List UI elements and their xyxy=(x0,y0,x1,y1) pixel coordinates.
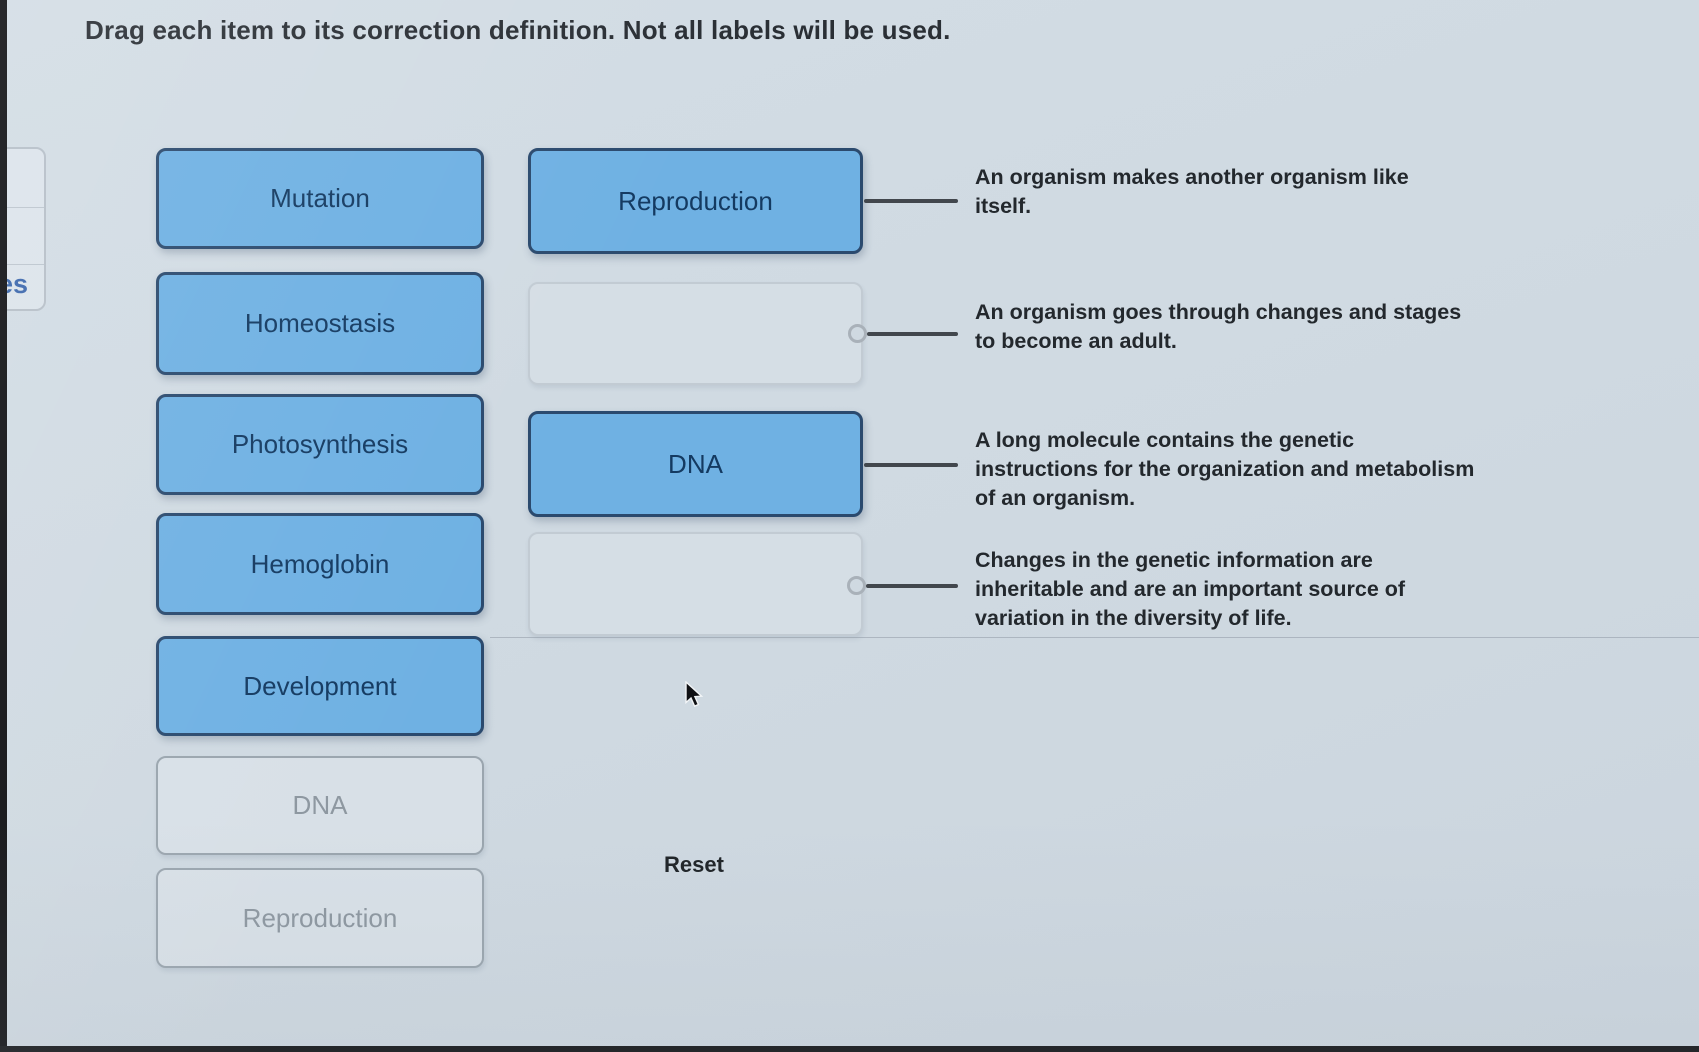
label-text: Reproduction xyxy=(242,902,398,933)
connector-line-1 xyxy=(864,199,958,203)
reset-button[interactable]: Reset xyxy=(660,850,728,880)
drop-zone-value: Reproduction xyxy=(618,185,773,216)
label-development[interactable]: Development xyxy=(156,636,484,736)
connector-line-2 xyxy=(867,332,958,336)
drop-zone-4[interactable] xyxy=(528,532,863,636)
screen-edge-left xyxy=(0,0,7,1052)
label-homeostasis[interactable]: Homeostasis xyxy=(156,272,484,375)
connector-line-3 xyxy=(864,463,958,467)
label-text: Hemoglobin xyxy=(250,548,390,579)
mouse-cursor xyxy=(685,681,704,708)
definition-1: An organism makes another organism like … xyxy=(975,165,1409,218)
label-photosynthesis[interactable]: Photosynthesis xyxy=(156,394,484,495)
label-text: Photosynthesis xyxy=(231,429,409,459)
label-hemoglobin[interactable]: Hemoglobin xyxy=(156,513,484,615)
definition-3: A long molecule contains the genetic ins… xyxy=(975,428,1475,510)
drop-zone-3[interactable]: DNA xyxy=(528,411,863,517)
side-panel-divider xyxy=(0,264,44,265)
label-text: DNA xyxy=(292,790,348,820)
side-panel-divider xyxy=(0,207,44,208)
label-text: Mutation xyxy=(270,183,370,213)
connector-line-4 xyxy=(866,584,958,588)
label-text: Development xyxy=(243,670,397,701)
page-title: Drag each item to its correction definit… xyxy=(85,15,951,45)
connector-circle-4 xyxy=(847,576,866,595)
screen-edge-bottom xyxy=(0,1046,1699,1052)
label-mutation[interactable]: Mutation xyxy=(156,148,484,249)
label-dna-used: DNA xyxy=(156,756,484,855)
connector-circle-2 xyxy=(848,324,867,343)
label-text: Homeostasis xyxy=(244,308,396,338)
drop-zone-2[interactable] xyxy=(528,282,863,385)
screen-reflection-line xyxy=(490,637,1699,638)
drop-zone-1[interactable]: Reproduction xyxy=(528,148,863,254)
definition-4: Changes in the genetic information are i… xyxy=(975,548,1406,630)
label-reproduction-used: Reproduction xyxy=(156,868,484,968)
drop-zone-value: DNA xyxy=(668,448,723,479)
definition-2: An organism goes through changes and sta… xyxy=(975,300,1462,353)
